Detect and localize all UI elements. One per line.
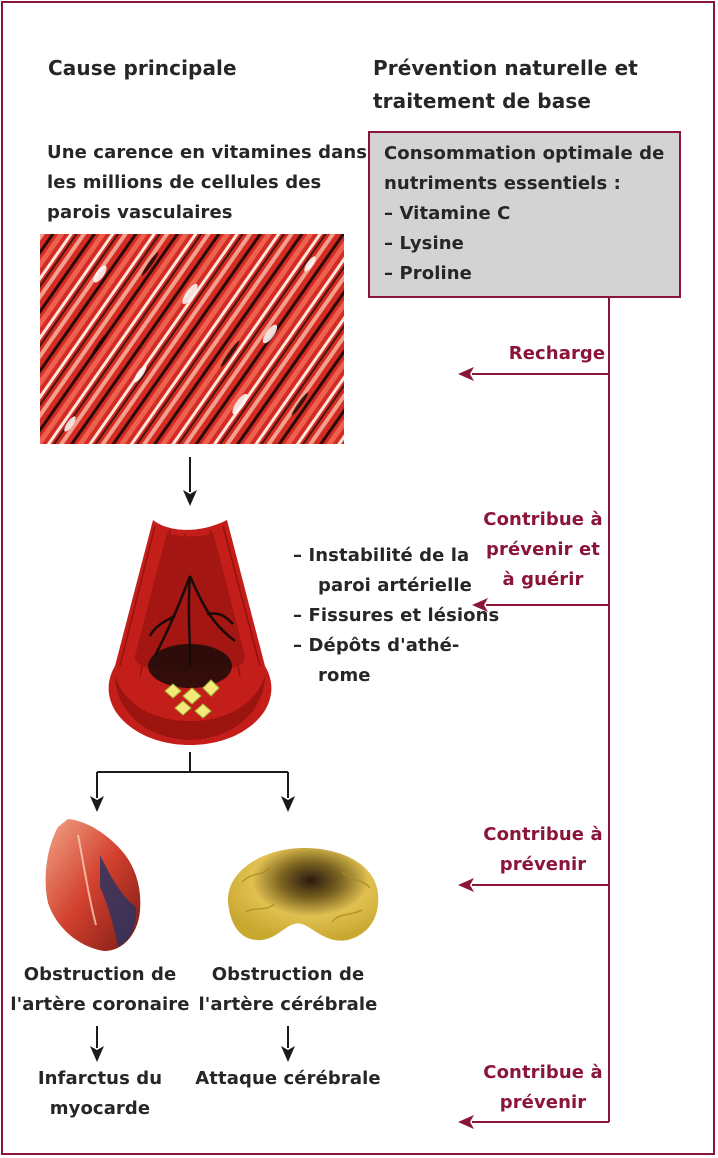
- cerebral-line2: l'artère cérébrale: [193, 990, 383, 1020]
- contribute-prevent-arrow-1: [458, 878, 609, 892]
- artery-list-item: – Fissures et lésions: [293, 601, 499, 631]
- artery-list-item: paroi artérielle: [318, 571, 472, 601]
- contribute-prevent-2-line1: Contribue à: [478, 1058, 608, 1088]
- contribute-prevent-2-line2: prévenir: [478, 1088, 608, 1118]
- artery-list-item: – Dépôts d'athé-: [293, 631, 460, 661]
- coronary-line1: Obstruction de: [20, 960, 180, 990]
- contribute-prevent-1-line1: Contribue à: [478, 820, 608, 850]
- recharge-arrow: [458, 367, 609, 381]
- coronary-result-line1: Infarctus du: [20, 1064, 180, 1094]
- down-arrow-cerebral: [281, 1026, 295, 1062]
- recharge-label: Recharge: [502, 339, 612, 369]
- contribute-heal-line2: prévenir et: [478, 535, 608, 565]
- cerebral-result: Attaque cérébrale: [193, 1064, 383, 1094]
- cerebral-line1: Obstruction de: [203, 960, 373, 990]
- brain-image: [222, 842, 382, 946]
- artery-list-item: rome: [318, 661, 371, 691]
- contribute-heal-line3: à guérir: [478, 565, 608, 595]
- vessel-cells-image: [40, 234, 344, 444]
- heart-image: [38, 815, 144, 953]
- contribute-prevent-1-line2: prévenir: [478, 850, 608, 880]
- down-arrow-coronary: [90, 1026, 104, 1062]
- down-arrow-to-artery: [183, 457, 197, 506]
- split-arrows: [90, 752, 295, 812]
- artery-image: [95, 516, 285, 752]
- artery-list-item: – Instabilité de la: [293, 541, 469, 571]
- contribute-heal-line1: Contribue à: [478, 505, 608, 535]
- coronary-line2: l'artère coronaire: [10, 990, 190, 1020]
- coronary-result-line2: myocarde: [20, 1094, 180, 1124]
